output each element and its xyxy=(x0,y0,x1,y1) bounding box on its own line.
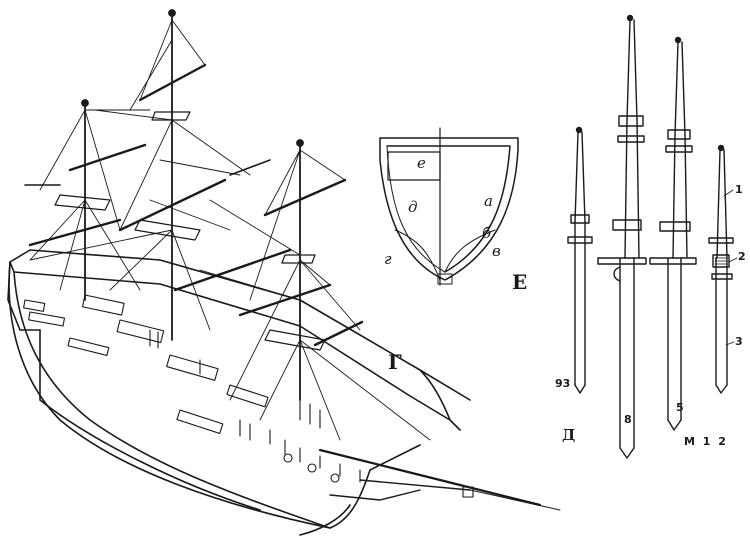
ship-deck xyxy=(23,294,561,511)
mast-5-drawing xyxy=(649,36,697,431)
mast-number-1: 1 xyxy=(735,183,743,196)
masts-view-label: Д xyxy=(562,426,576,444)
mast-number-93: 93 xyxy=(555,377,571,390)
mast-number-2: 2 xyxy=(738,250,746,263)
mast-8-drawing xyxy=(597,14,647,459)
ship-masts xyxy=(54,9,326,401)
mast-number-5: 5 xyxy=(676,401,684,414)
mast-number-8: 8 xyxy=(624,413,632,426)
frame-letter-a: а xyxy=(484,192,493,210)
frame-section xyxy=(379,127,519,286)
mast-93-drawing xyxy=(567,126,593,394)
frame-letter-v: в xyxy=(492,242,501,260)
ship-yards xyxy=(24,63,364,347)
frame-view-label: Е xyxy=(512,270,528,294)
ship-view-label: Г xyxy=(388,350,402,374)
frame-letter-e: е xyxy=(417,154,426,172)
ship-hull xyxy=(7,249,471,536)
mast-detail-drawing xyxy=(708,144,738,394)
frame-letter-b: б xyxy=(482,224,492,242)
frame-letter-g: г xyxy=(384,250,392,268)
ship-rigging xyxy=(29,19,431,441)
scale-label: М 1 2 xyxy=(684,435,728,448)
mast-number-3: 3 xyxy=(735,335,743,348)
frame-letter-d: д xyxy=(408,198,418,216)
